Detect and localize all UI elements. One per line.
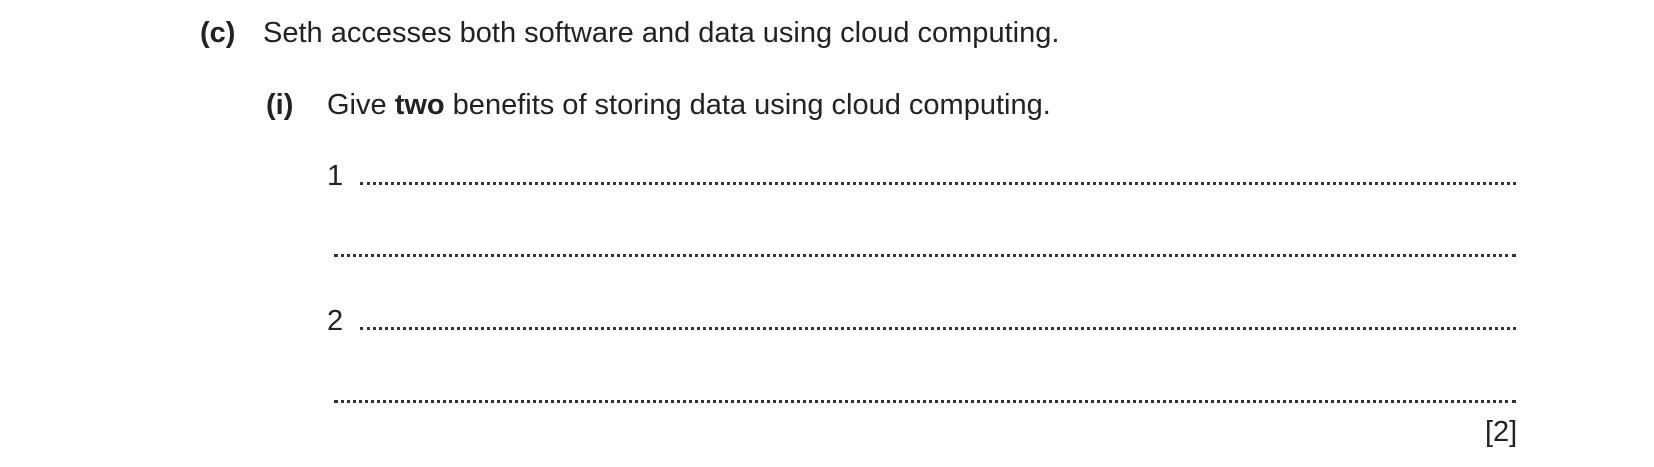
part-label: (c) bbox=[200, 17, 236, 49]
answer-line-2[interactable] bbox=[360, 327, 1516, 330]
part-text: Seth accesses both software and data usi… bbox=[263, 17, 1060, 49]
answer-line-1-continued[interactable] bbox=[334, 254, 1516, 257]
sub-prompt-emphasis: two bbox=[394, 89, 445, 121]
marks-indicator: [2] bbox=[1485, 416, 1518, 448]
sub-prompt: Give two benefits of storing data using … bbox=[327, 89, 1051, 122]
answer-line-2-continued[interactable] bbox=[334, 400, 1516, 403]
sub-prompt-end: benefits of storing data using cloud com… bbox=[444, 89, 1051, 121]
answer-line-1[interactable] bbox=[360, 182, 1516, 185]
answer-number-1: 1 bbox=[327, 160, 344, 192]
answer-number-2: 2 bbox=[327, 305, 344, 337]
sub-prompt-start: Give bbox=[327, 89, 395, 121]
sub-label: (i) bbox=[266, 89, 294, 121]
